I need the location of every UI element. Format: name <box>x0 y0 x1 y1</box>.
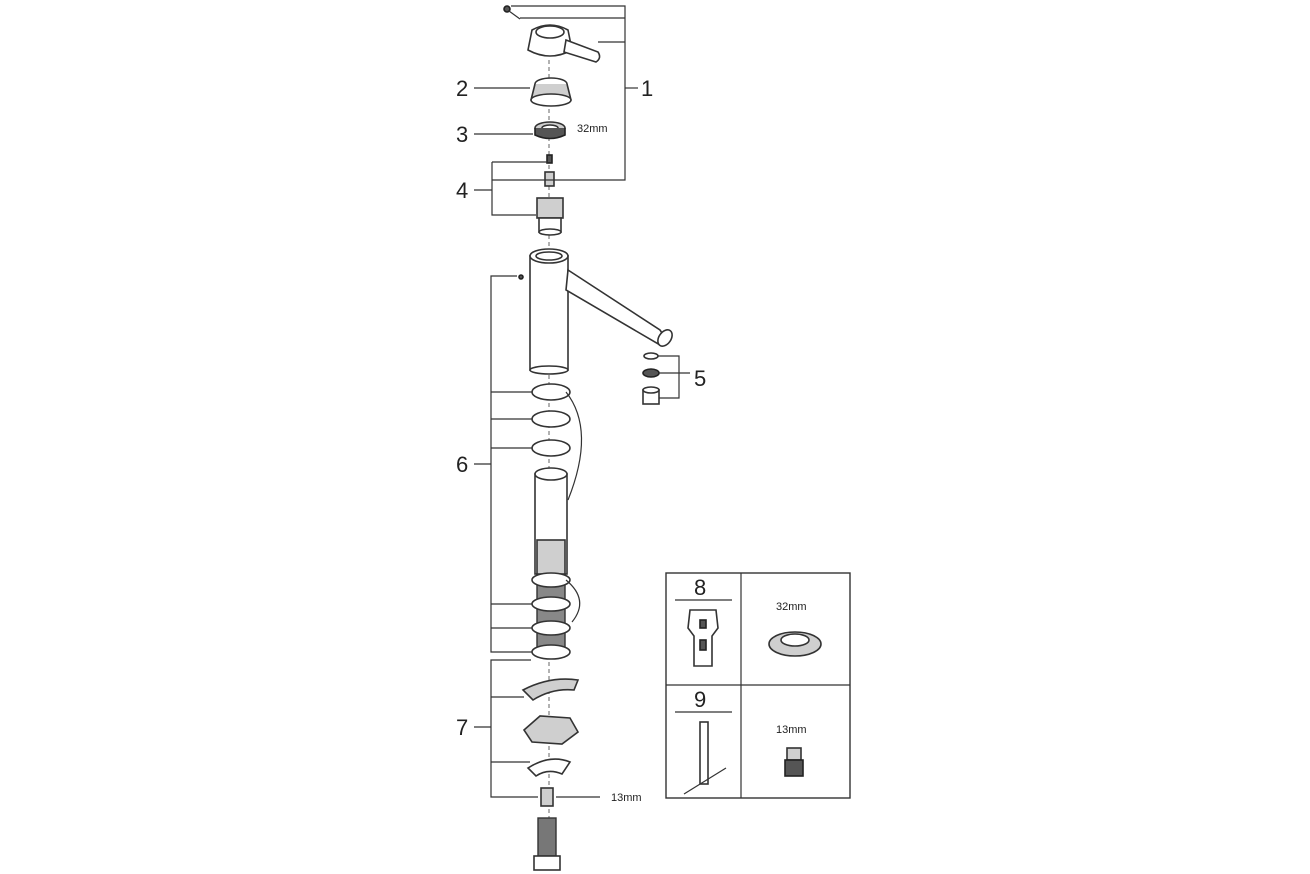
callout-2: 2 <box>456 76 468 101</box>
nut-13mm-detail <box>784 747 804 777</box>
fixing-set <box>521 678 580 807</box>
callout-1: 1 <box>641 76 653 101</box>
tool-8-number: 8 <box>694 575 706 600</box>
tool-8-size: 32mm <box>776 601 807 613</box>
leader-lines <box>474 5 690 798</box>
tools-box: 8 32mm 9 13mm <box>665 572 851 799</box>
callout-4: 4 <box>456 178 468 203</box>
cover-cap <box>530 77 572 107</box>
aerator-parts <box>642 352 660 405</box>
wrench-tool-9 <box>683 721 727 795</box>
callout-3: 3 <box>456 122 468 147</box>
spout <box>565 268 670 346</box>
supply-hoses <box>533 817 561 871</box>
lever-handle-arm <box>563 38 601 63</box>
callout-6: 6 <box>456 452 468 477</box>
tool-9-size: 13mm <box>776 724 807 736</box>
grub-screw <box>503 5 511 13</box>
wrench-tool-8 <box>687 609 719 667</box>
cartridge-assembly <box>536 154 564 236</box>
handle-assembly <box>503 5 601 63</box>
nut-32mm <box>534 121 566 140</box>
nut-32mm-detail <box>768 631 822 657</box>
dimension-32mm: 32mm <box>577 123 608 135</box>
callout-5: 5 <box>694 366 706 391</box>
dimension-13mm: 13mm <box>611 792 642 804</box>
tool-9-number: 9 <box>694 687 706 712</box>
callout-7: 7 <box>456 715 468 740</box>
faucet-body <box>529 248 673 375</box>
